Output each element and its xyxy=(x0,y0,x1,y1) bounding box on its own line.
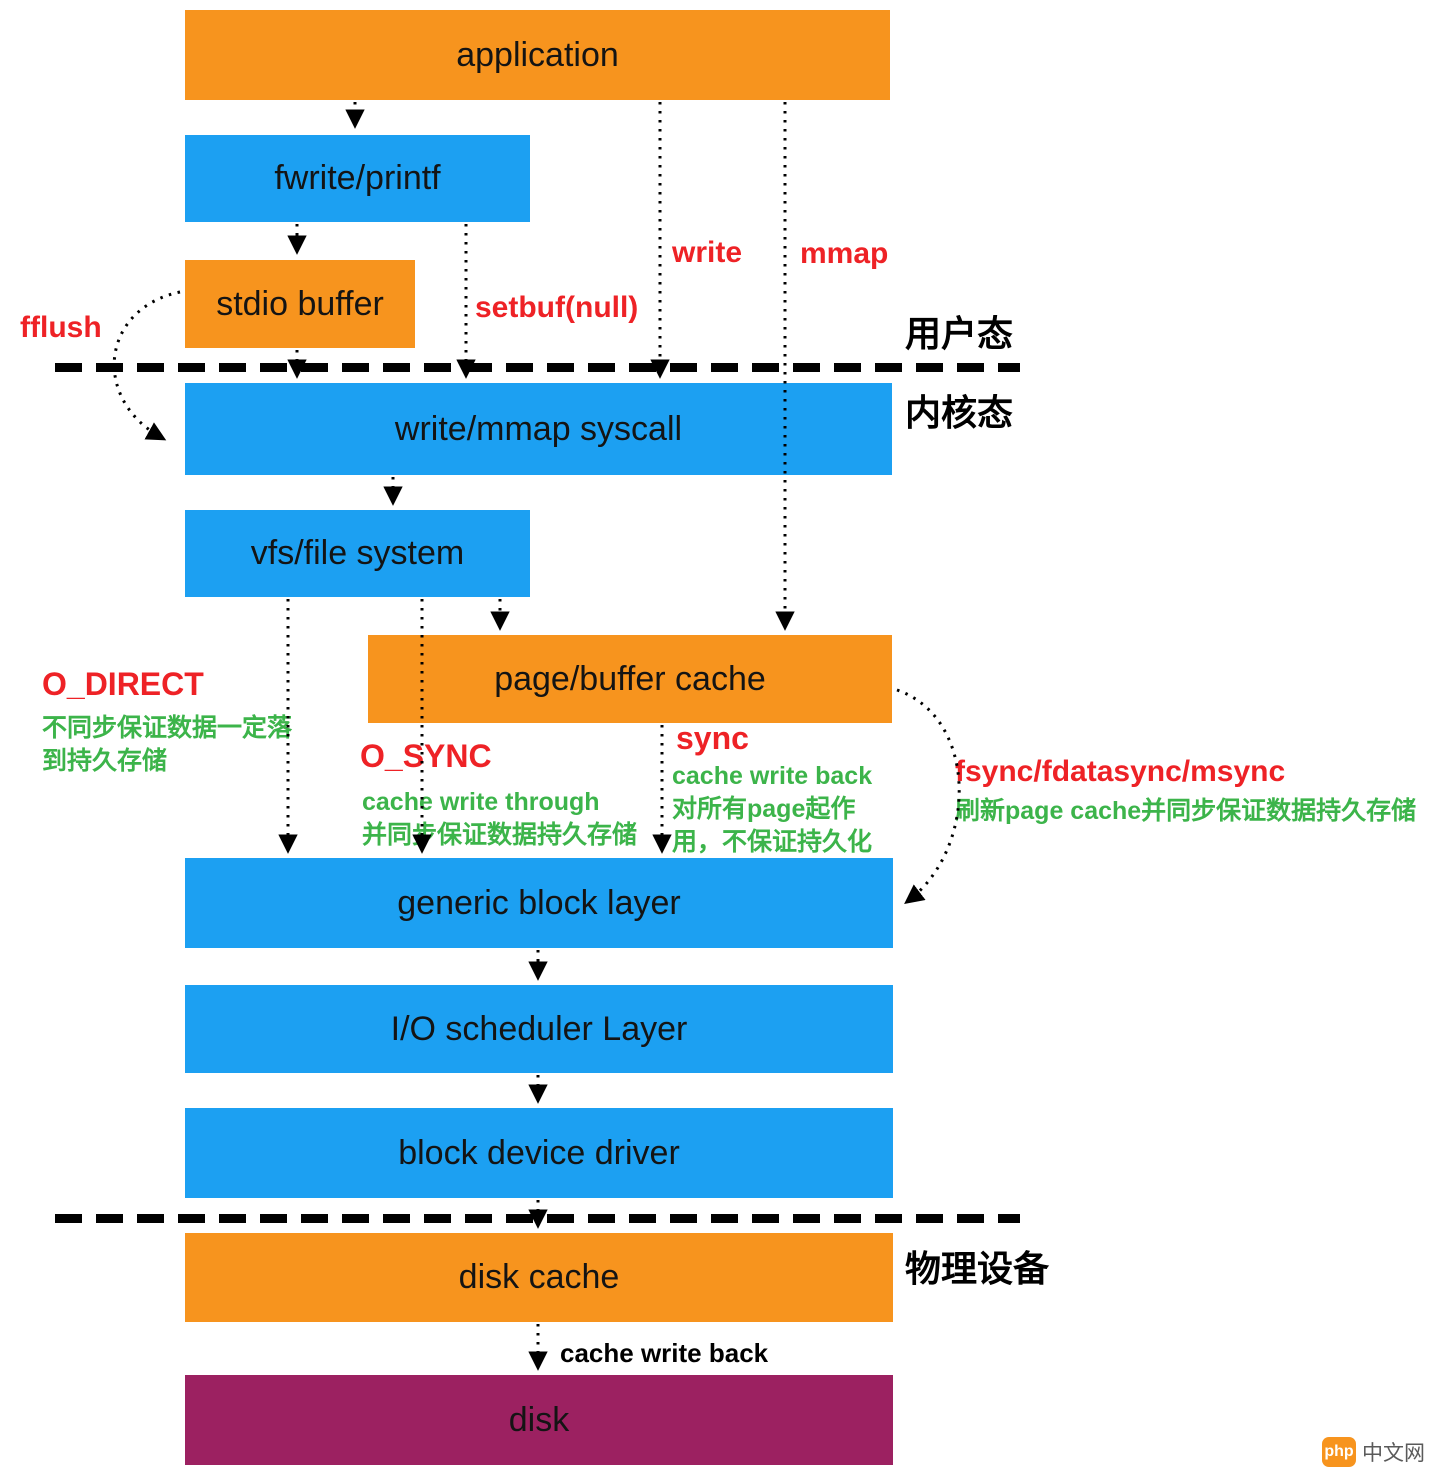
note-line: 刷新page cache并同步保证数据持久存储 xyxy=(955,797,1417,825)
layer-stdio-buffer: stdio buffer xyxy=(185,260,415,348)
note-o-sync: cache write through 并同步保证数据持久存储 xyxy=(362,786,637,852)
php-logo-icon: php xyxy=(1322,1437,1356,1467)
note-line: 用，不保证持久化 xyxy=(672,828,873,856)
watermark-text: 中文网 xyxy=(1362,1442,1425,1465)
label-o-direct: O_DIRECT xyxy=(42,666,204,702)
layer-fwrite-printf: fwrite/printf xyxy=(185,135,530,222)
layer-page-buffer-cache: page/buffer cache xyxy=(368,635,892,723)
kernel-physical-divider xyxy=(55,1214,1020,1223)
note-line: cache write through xyxy=(362,788,600,816)
note-fsync: 刷新page cache并同步保证数据持久存储 xyxy=(955,795,1416,828)
label-sync: sync xyxy=(676,720,749,756)
note-line: cache write back xyxy=(672,762,873,790)
layer-write-mmap-syscall: write/mmap syscall xyxy=(185,383,892,475)
note-line: 对所有page起作 xyxy=(672,795,856,823)
label-write: write xyxy=(672,236,743,269)
region-label-kernel-mode: 内核态 xyxy=(905,392,1014,433)
note-sync: cache write back 对所有page起作 用，不保证持久化 xyxy=(672,760,872,859)
layer-block-device-driver: block device driver xyxy=(185,1108,893,1198)
note-line: 并同步保证数据持久存储 xyxy=(362,821,638,849)
note-line: 不同步保证数据一定落 xyxy=(42,714,293,742)
layer-disk: disk xyxy=(185,1375,893,1465)
site-watermark: php 中文网 xyxy=(1322,1437,1425,1467)
note-disk-cache-write-back: cache write back xyxy=(560,1338,769,1368)
region-label-physical-device: 物理设备 xyxy=(905,1248,1050,1289)
label-setbuf: setbuf(null) xyxy=(475,291,639,324)
note-line: 到持久存储 xyxy=(42,747,168,775)
label-fflush: fflush xyxy=(20,311,102,344)
layer-io-scheduler: I/O scheduler Layer xyxy=(185,985,893,1073)
label-mmap: mmap xyxy=(800,237,889,270)
region-label-user-mode: 用户态 xyxy=(905,313,1014,354)
label-fsync-fdatasync-msync: fsync/fdatasync/msync xyxy=(955,755,1286,788)
label-o-sync: O_SYNC xyxy=(360,738,492,774)
layer-application: application xyxy=(185,10,890,100)
layer-disk-cache: disk cache xyxy=(185,1233,893,1322)
layer-generic-block: generic block layer xyxy=(185,858,893,948)
note-o-direct: 不同步保证数据一定落 到持久存储 xyxy=(42,712,292,778)
user-kernel-divider xyxy=(55,363,1020,372)
arrow-fsync-curve xyxy=(896,688,961,904)
layer-vfs-file-system: vfs/file system xyxy=(185,510,530,597)
